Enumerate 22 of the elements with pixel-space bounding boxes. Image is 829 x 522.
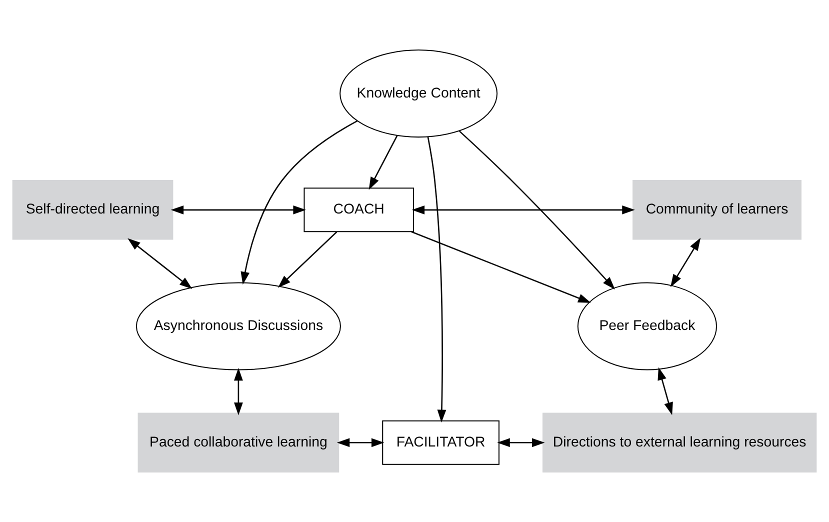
node-ellipse: Knowledge Content <box>340 50 498 138</box>
arrow <box>234 368 243 416</box>
node-box: Paced collaborative learning <box>138 412 340 472</box>
arrow <box>427 136 446 423</box>
arrow <box>670 238 701 288</box>
node-box: FACILITATOR <box>382 420 500 465</box>
node-box: Community of learners <box>632 180 802 240</box>
arrow <box>240 120 358 285</box>
node-box: COACH <box>304 188 414 232</box>
arrow <box>336 438 384 448</box>
node-box: Self-directed learning <box>12 180 174 240</box>
arrow <box>658 367 673 416</box>
arrow <box>278 231 338 288</box>
node-box: Directions to external learning resources <box>542 412 817 472</box>
arrow <box>170 205 306 214</box>
arrow <box>412 205 635 214</box>
arrow <box>459 130 615 290</box>
node-ellipse: Asynchronous Discussions <box>136 282 341 370</box>
arrow <box>411 231 591 303</box>
arrow <box>368 135 398 190</box>
arrow <box>497 438 545 448</box>
arrow <box>128 238 192 289</box>
